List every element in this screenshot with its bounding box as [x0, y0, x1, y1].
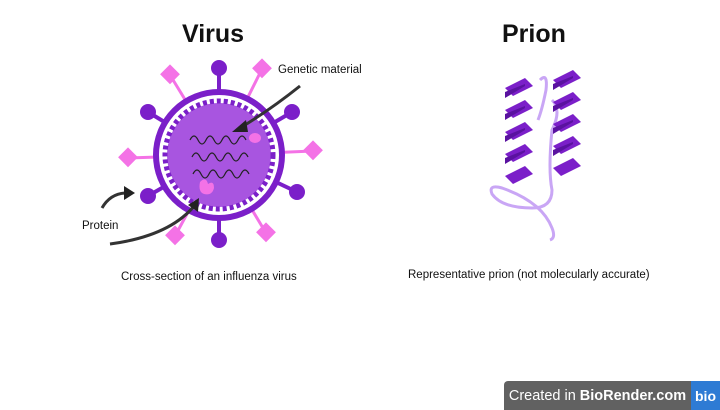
arrows — [100, 84, 301, 246]
protein-label: Protein — [82, 220, 119, 232]
badge-prefix: Created in — [508, 387, 576, 404]
biorender-logo: bio — [691, 381, 720, 410]
badge-brand: BioRender.com — [579, 387, 687, 404]
virus-illustration — [100, 58, 323, 248]
prion-title: Prion — [502, 20, 566, 48]
virus-caption: Cross-section of an influenza virus — [121, 271, 297, 283]
genetic-material — [189, 135, 250, 179]
genetic-material-label: Genetic material — [278, 64, 362, 76]
virus-title: Virus — [182, 20, 245, 48]
prion-illustration — [489, 70, 581, 242]
prion-caption: Representative prion (not molecularly ac… — [408, 269, 650, 281]
